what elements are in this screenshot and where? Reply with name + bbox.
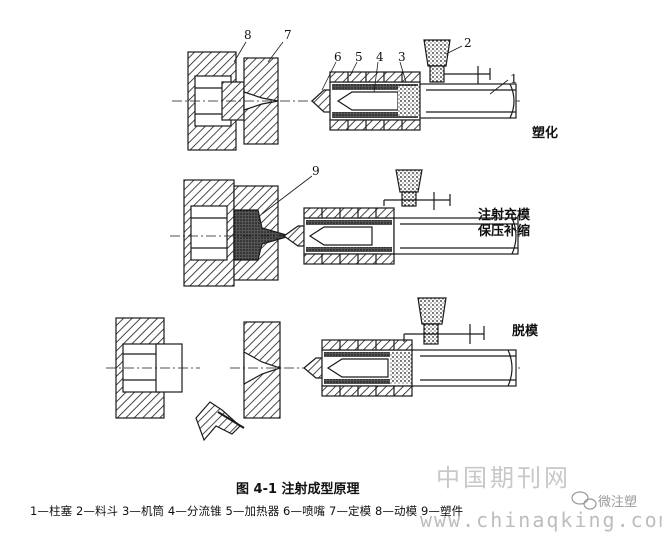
stage-label-demold: 脱模 — [512, 324, 539, 339]
hopper-2 — [423, 39, 451, 67]
stage-label-inject: 注射充模 — [478, 208, 531, 223]
stage-label-hold: 保压补缩 — [478, 224, 531, 239]
label-part-9: 9 — [312, 164, 320, 178]
wechat-watermark-icon — [571, 491, 597, 510]
label-part-8: 8 — [244, 28, 252, 42]
label-part-6: 6 — [334, 50, 342, 64]
label-part-5: 5 — [355, 50, 363, 64]
stage-inject-drawing — [170, 169, 520, 287]
plunger-1 — [419, 83, 517, 119]
heater-5 — [329, 71, 421, 83]
figure-legend: 1—柱塞 2—料斗 3—机筒 4—分流锥 5—加热器 6—喷嘴 7—定模 8—动… — [30, 504, 464, 518]
stage-demold-drawing — [106, 297, 520, 442]
label-part-7: 7 — [284, 28, 292, 42]
watermark-site-url: www.chinaqking.com — [420, 508, 662, 532]
torpedo-4 — [336, 91, 399, 111]
watermark-wechat-brand: 微注塑 — [598, 495, 638, 510]
label-part-2: 2 — [464, 36, 472, 50]
stage-label-plasticize: 塑化 — [532, 126, 559, 141]
figure-caption: 图 4-1 注射成型原理 — [236, 482, 360, 497]
label-part-4: 4 — [376, 50, 384, 64]
label-part-3: 3 — [398, 50, 406, 64]
molded-part-9 — [233, 209, 293, 261]
watermark-site-cn: 中国期刊网 — [436, 464, 571, 492]
stage-plasticize-drawing — [172, 39, 520, 151]
label-part-1: 1 — [510, 72, 518, 86]
nozzle-6 — [311, 89, 331, 113]
